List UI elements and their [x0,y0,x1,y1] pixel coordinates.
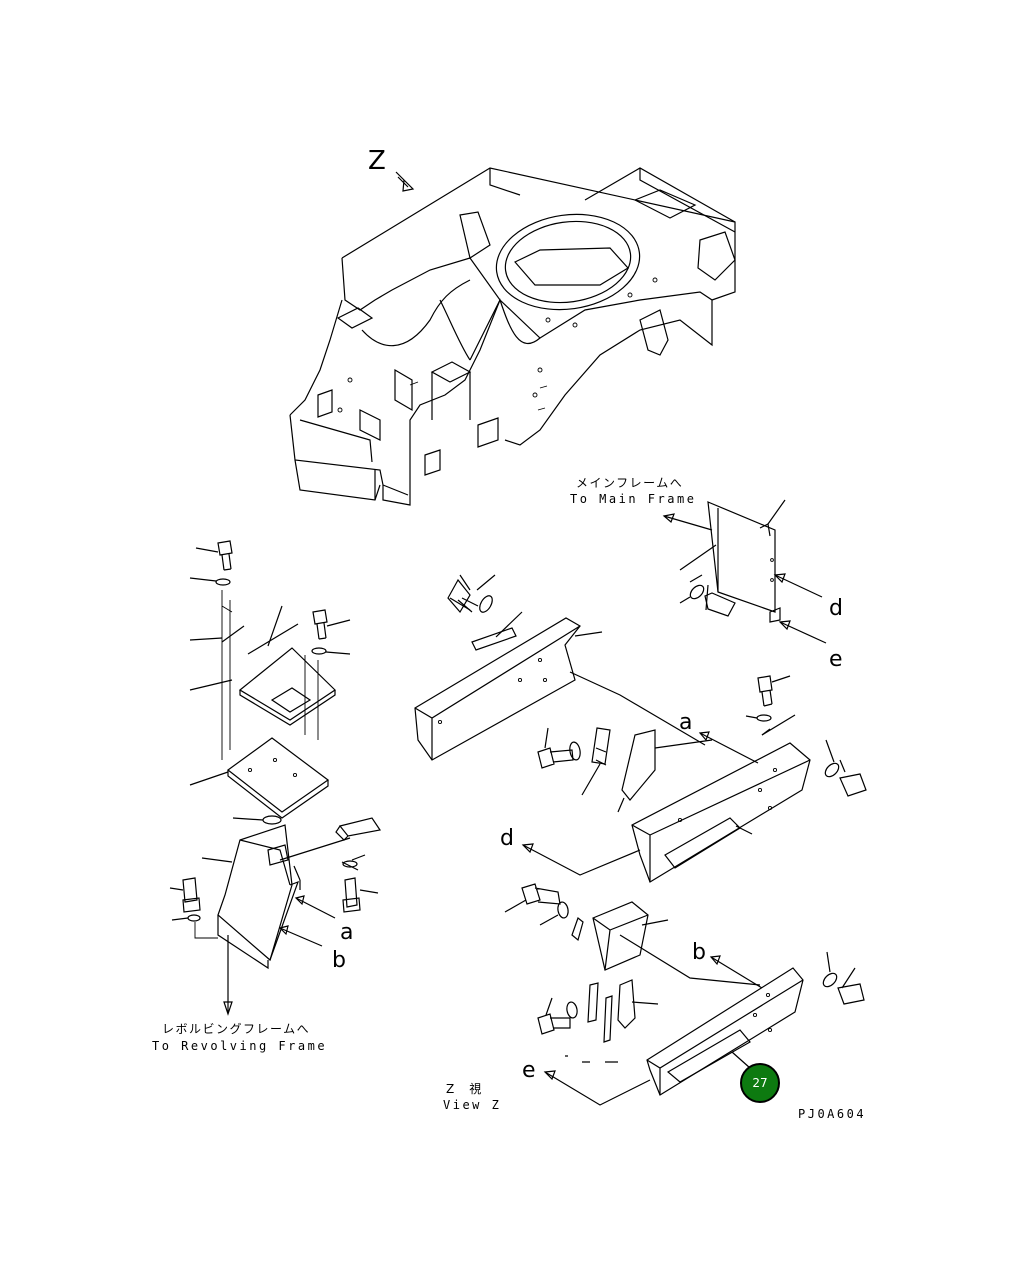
right-lower-bracket [504,883,865,1106]
caption-to-main-frame-en: To Main Frame [570,492,697,506]
callout-a-top: a [679,710,693,735]
callout-b-top: b [692,940,706,965]
caption-view-z-jp: Z 視 [446,1082,483,1096]
callout-d-top: d [829,596,843,621]
callout-e-top: e [829,647,843,672]
page-number-badge[interactable]: 27 [740,1063,780,1103]
right-upper-bracket [662,499,827,644]
drawing-code: PJ0A604 [798,1107,867,1121]
center-upper-bracket [414,574,706,761]
caption-view-z-en: View Z [443,1098,502,1112]
caption-to-main-frame-jp: メインフレームへ [576,476,684,490]
callout-b-bottom: b [332,948,346,973]
callout-a-bottom: a [340,920,354,945]
upper-frame-assembly [289,167,736,506]
callout-e-bottom: e [522,1058,536,1083]
caption-to-revolving-frame-en: To Revolving Frame [152,1039,328,1053]
left-cover-assembly [169,540,382,1016]
callout-d-bottom: d [500,826,514,851]
right-middle-bracket [521,675,867,883]
view-marker: Z [368,146,386,176]
caption-to-revolving-frame-jp: レボルビングフレームへ [162,1022,311,1036]
